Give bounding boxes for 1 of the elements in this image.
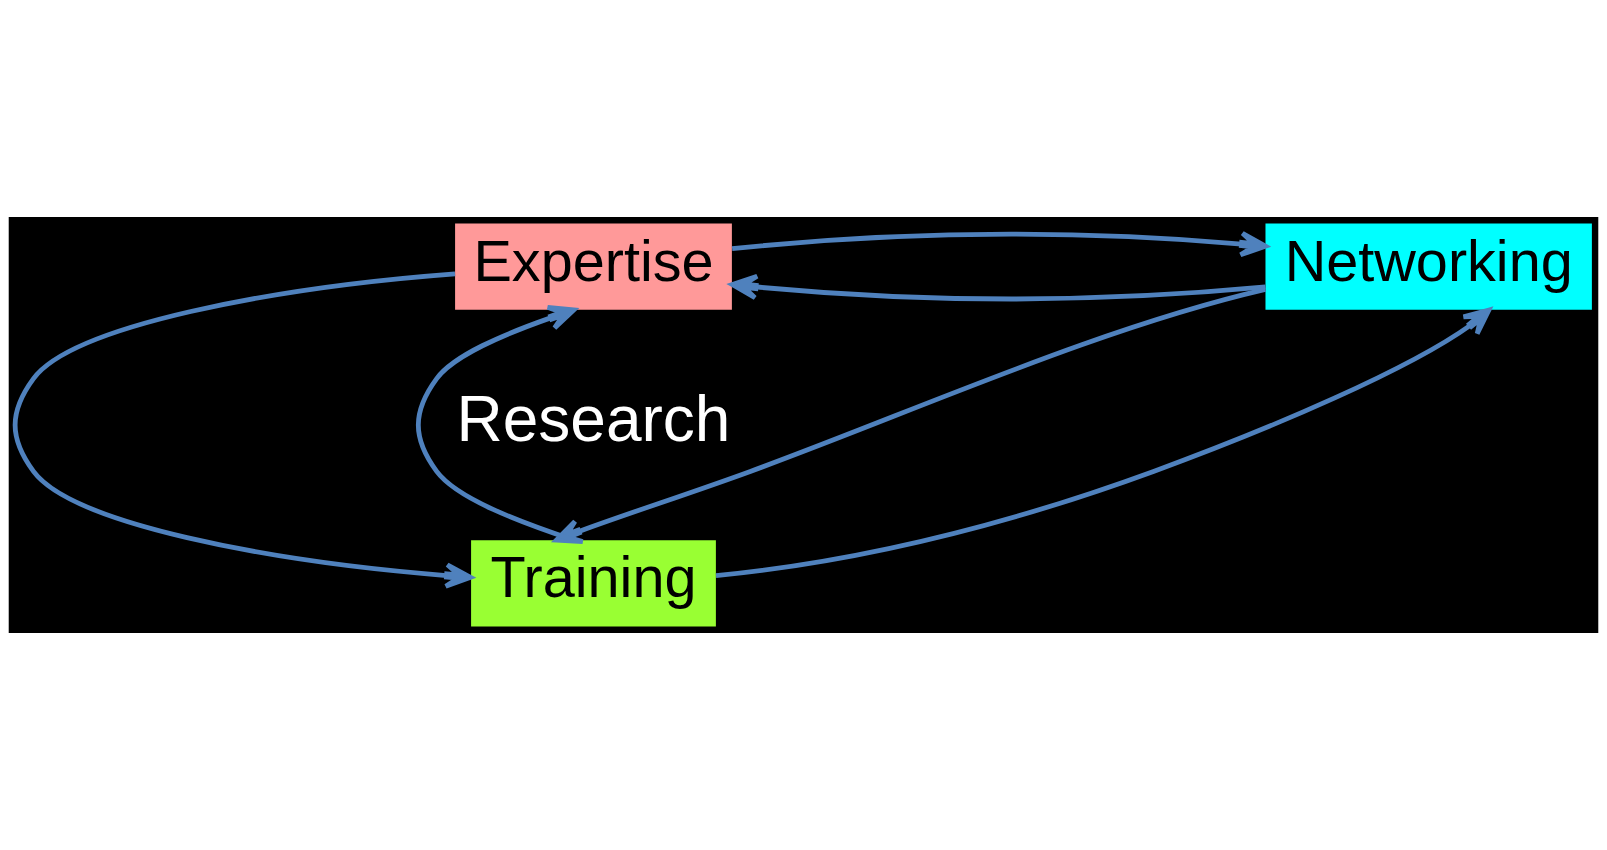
label: Research <box>456 383 731 455</box>
